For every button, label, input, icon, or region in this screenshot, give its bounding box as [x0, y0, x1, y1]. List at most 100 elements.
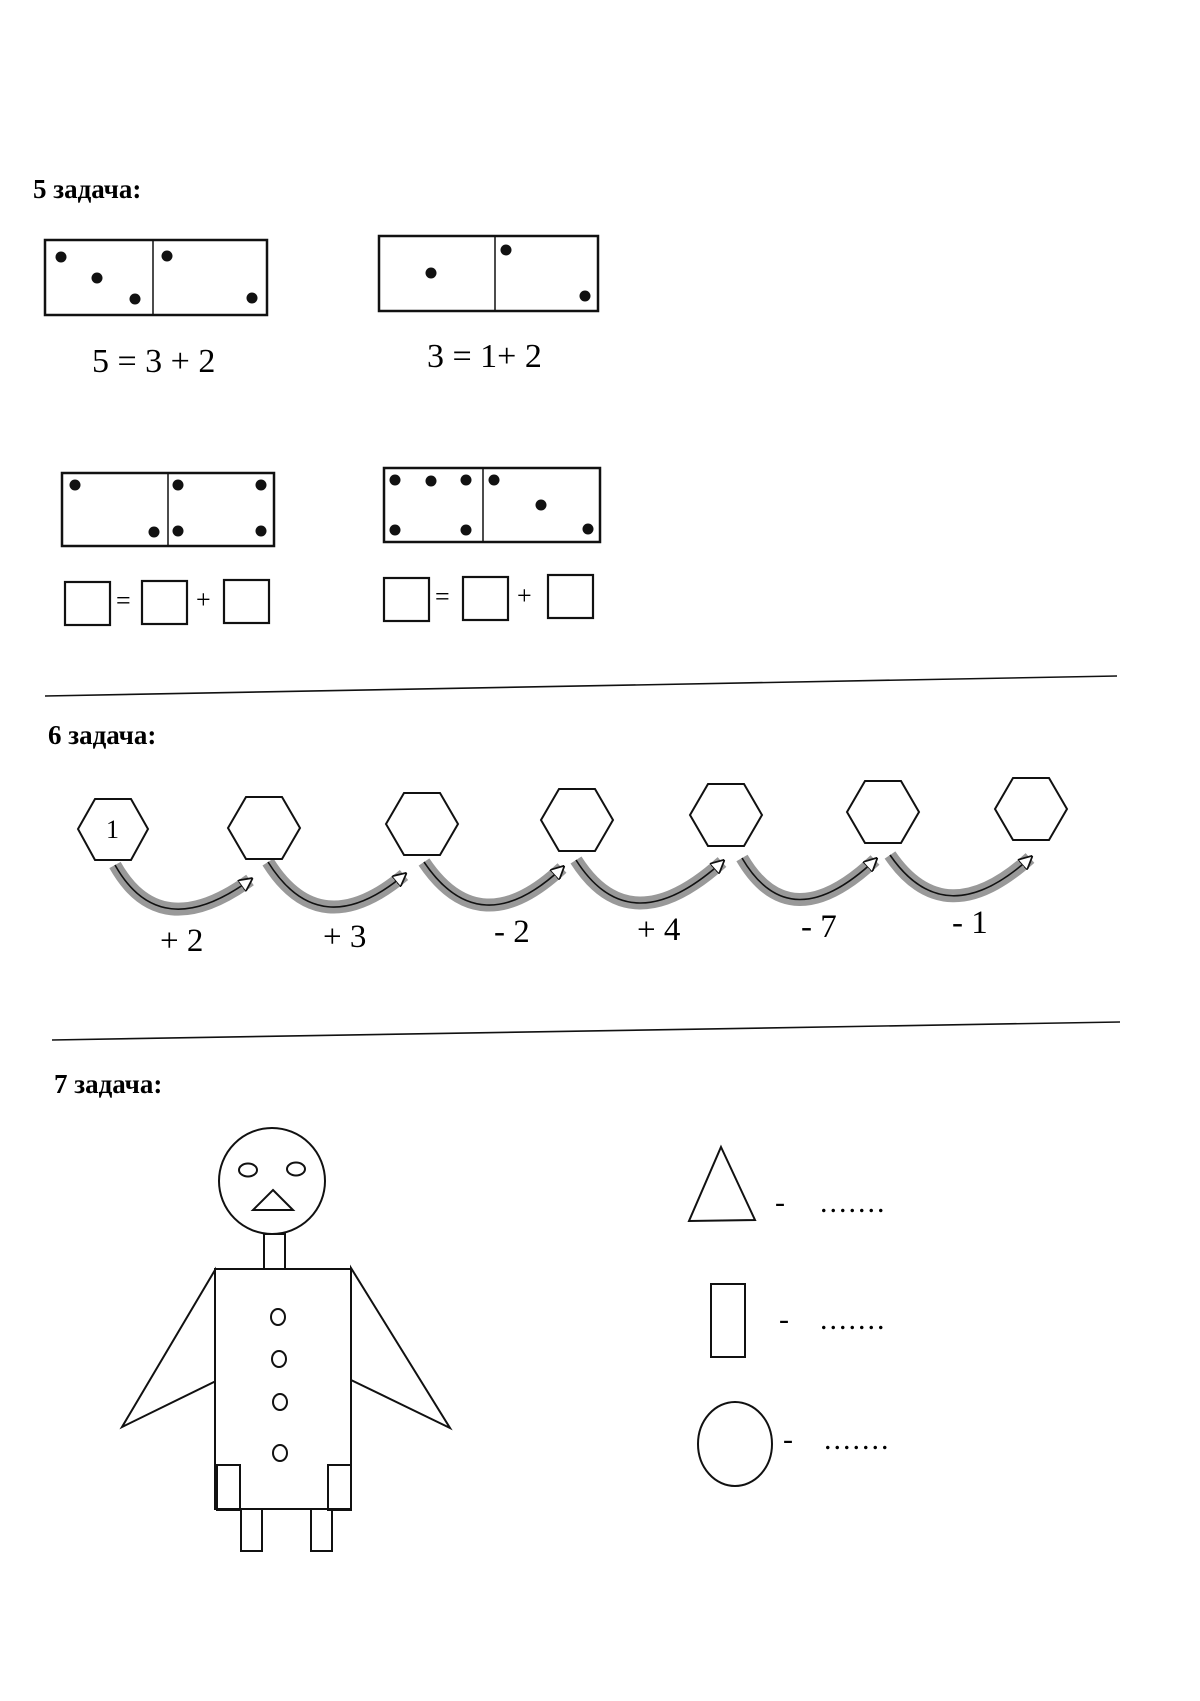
shape-figure	[119, 1127, 453, 1552]
domino-dot	[172, 479, 184, 491]
start-hexagon	[76, 798, 150, 861]
arc-shadow	[570, 856, 727, 910]
domino-dot	[425, 267, 437, 279]
task7-title: 7 задача:	[54, 1069, 162, 1099]
domino-exercise-2	[382, 466, 602, 544]
answer-row-2: = +	[382, 573, 595, 623]
arc-shadow	[262, 858, 409, 914]
operation-label: - 1	[952, 905, 988, 941]
rectangle-icon	[710, 1283, 746, 1358]
domino-dot	[246, 292, 258, 304]
domino-dot	[161, 250, 173, 262]
domino-dot	[488, 474, 500, 486]
answer-hexagon[interactable]	[539, 788, 615, 852]
figure-leg-right	[310, 1508, 333, 1552]
arc-shadow	[109, 861, 254, 916]
plus-sign: +	[517, 581, 532, 610]
figure-nose	[250, 1188, 296, 1211]
domino-dot	[69, 479, 81, 491]
equals-sign: =	[435, 582, 450, 611]
plus-sign: +	[196, 585, 211, 614]
arc-outline	[267, 861, 404, 908]
operation-label: + 3	[323, 919, 366, 955]
figure-eye	[286, 1161, 306, 1177]
domino-dot	[91, 272, 103, 284]
operation-label: + 2	[160, 923, 203, 959]
arc-shadow	[736, 854, 880, 906]
domino-example-1	[43, 238, 269, 317]
figure-wing-right	[350, 1264, 453, 1431]
domino-dot	[255, 525, 267, 537]
figure-leg-left	[240, 1508, 263, 1552]
domino-example-2	[377, 234, 600, 313]
operation-labels: + 2 + 3 - 2 + 4 - 7 - 1	[160, 905, 988, 959]
shape-legend: - ....... - ....... - .......	[687, 1144, 891, 1487]
answer-box-left[interactable]	[140, 579, 189, 626]
operation-label: - 7	[801, 909, 837, 945]
domino-dot	[582, 523, 594, 535]
equals-sign: =	[116, 586, 131, 615]
arc-outline	[114, 864, 250, 910]
answer-hexagon[interactable]	[226, 796, 302, 860]
domino-dot	[172, 525, 184, 537]
domino-exercise-1	[60, 471, 276, 548]
legend-dash: -	[779, 1303, 789, 1336]
figure-button	[272, 1444, 288, 1462]
domino-dot	[425, 475, 437, 487]
answer-box-right[interactable]	[222, 578, 271, 625]
start-value: 1	[106, 815, 119, 844]
domino-dot	[500, 244, 512, 256]
section-divider	[51, 1021, 1121, 1041]
figure-pocket-left	[216, 1464, 241, 1511]
domino-dot	[460, 474, 472, 486]
answer-box-left[interactable]	[461, 575, 510, 622]
domino-dot	[460, 524, 472, 536]
arc-outline	[423, 861, 562, 906]
domino-dot	[129, 293, 141, 305]
equation-example-1: 5 = 3 + 2	[92, 343, 215, 380]
figure-button	[270, 1308, 286, 1326]
answer-box-total[interactable]	[382, 576, 431, 623]
equation-example-2: 3 = 1+ 2	[427, 338, 542, 375]
arc-outline	[889, 855, 1030, 897]
answer-hexagon[interactable]	[384, 792, 460, 856]
answer-line[interactable]: .......	[820, 1186, 887, 1219]
task5-title: 5 задача:	[33, 174, 141, 204]
answer-line[interactable]: .......	[824, 1423, 891, 1456]
chain-arcs	[109, 851, 1035, 916]
triangle-icon	[687, 1144, 757, 1223]
section-divider	[44, 675, 1118, 697]
legend-dash: -	[783, 1423, 793, 1456]
figure-eye	[238, 1162, 258, 1178]
figure-wing-left	[119, 1266, 220, 1430]
answer-line[interactable]: .......	[820, 1303, 887, 1336]
number-chain: 1	[76, 777, 1069, 916]
figure-pocket-right	[327, 1464, 352, 1511]
arc-shadow	[418, 858, 567, 912]
answer-row-1: = +	[63, 578, 271, 627]
domino-dot	[55, 251, 67, 263]
figure-head	[218, 1127, 326, 1235]
legend-dash: -	[775, 1186, 785, 1219]
arc-outline	[741, 858, 875, 901]
operation-label: - 2	[494, 914, 530, 950]
domino-dot	[148, 526, 160, 538]
domino-dot	[389, 524, 401, 536]
figure-body	[214, 1268, 352, 1510]
figure-button	[272, 1393, 288, 1411]
domino-dot	[255, 479, 267, 491]
answer-hexagon[interactable]	[993, 777, 1069, 841]
arc-outline	[575, 860, 722, 904]
answer-hexagon[interactable]	[688, 783, 764, 847]
domino-dot	[579, 290, 591, 302]
answer-box-total[interactable]	[63, 580, 112, 627]
answer-box-right[interactable]	[546, 573, 595, 620]
circle-icon	[697, 1401, 773, 1487]
domino-dot	[535, 499, 547, 511]
domino-dot	[389, 474, 401, 486]
operation-label: + 4	[637, 912, 680, 948]
figure-neck	[263, 1233, 286, 1270]
figure-button	[271, 1350, 287, 1368]
answer-hexagon[interactable]	[845, 780, 921, 844]
